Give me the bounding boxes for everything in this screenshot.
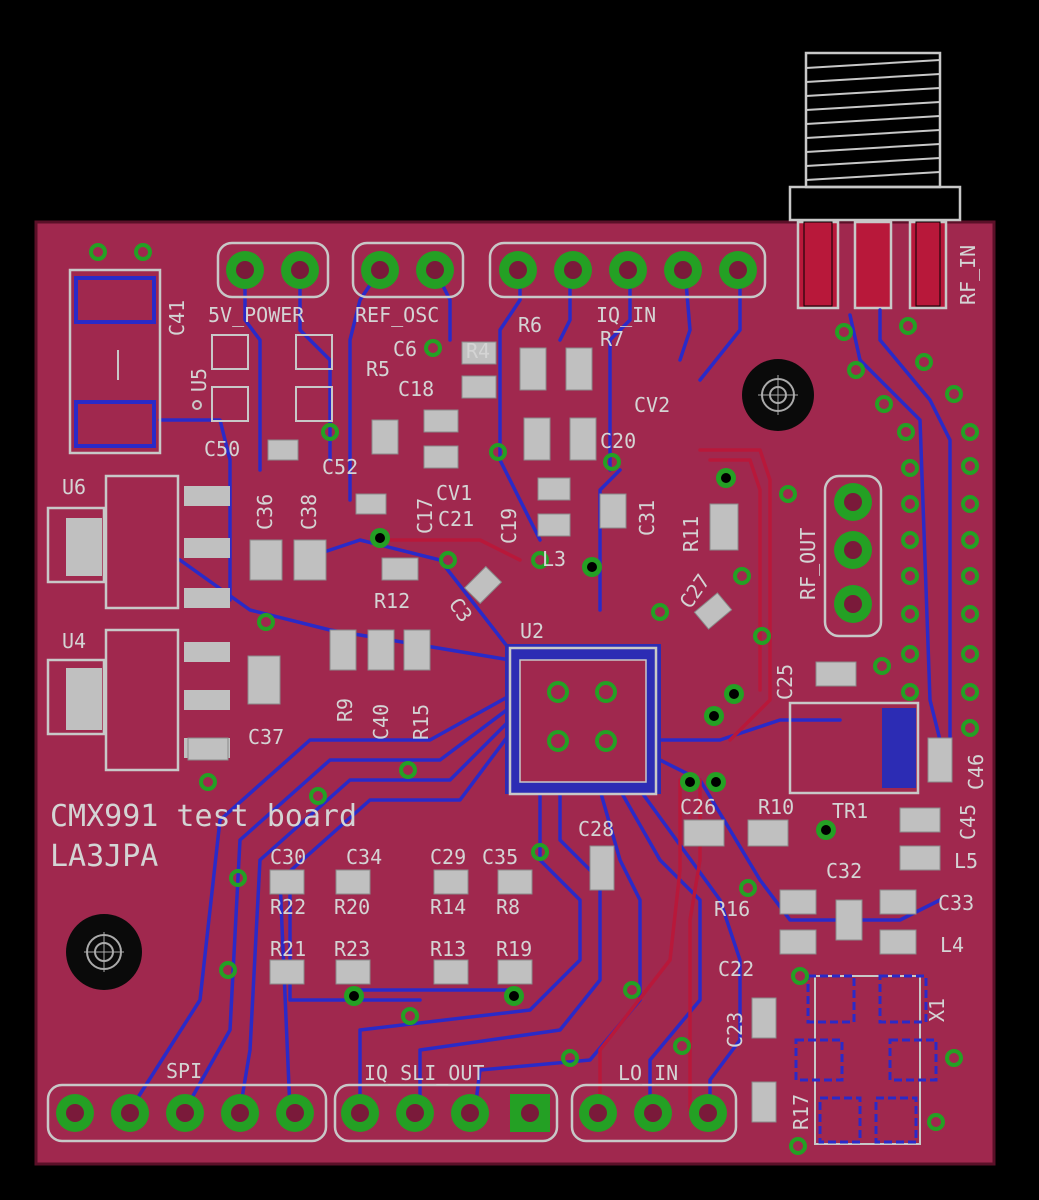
ref-r12: R12 (374, 589, 410, 613)
ref-l3: L3 (542, 547, 566, 571)
ref-c25: C25 (773, 664, 797, 700)
ref-c52: C52 (322, 455, 358, 479)
header-5v-power[interactable] (216, 241, 330, 299)
rf-in-label: RF_IN (956, 245, 980, 305)
ref-r9: R9 (333, 698, 357, 722)
ref-c22: C22 (718, 957, 754, 981)
ref-r20: R20 (334, 895, 370, 919)
ref-c6: C6 (393, 337, 417, 361)
sma-connector (788, 51, 962, 310)
ref-l5: L5 (954, 849, 978, 873)
label-iq-in: IQ_IN (596, 303, 656, 327)
ref-c31: C31 (635, 500, 659, 536)
label-ref-osc: REF_OSC (355, 303, 439, 327)
ref-c40: C40 (369, 704, 393, 740)
ref-c45: C45 (956, 804, 980, 840)
ref-u5: U5 (187, 368, 211, 392)
header-ref-osc[interactable] (351, 241, 465, 299)
ref-r6: R6 (518, 313, 542, 337)
ref-r21: R21 (270, 937, 306, 961)
ref-c20: C20 (600, 429, 636, 453)
ref-cv1: CV1 (436, 481, 472, 505)
ref-c34: C34 (346, 845, 382, 869)
label-iq-sli-out: IQ_SLI_OUT (364, 1061, 484, 1085)
ref-r17: R17 (789, 1094, 813, 1130)
ref-c36: C36 (253, 494, 277, 530)
label-lo-in: LO_IN (618, 1061, 678, 1085)
ref-c19: C19 (497, 508, 521, 544)
label-rf-out: RF_OUT (796, 528, 820, 600)
vias (89, 243, 979, 1155)
u2-cmx991-chip (505, 644, 661, 796)
smd-pads (187, 341, 953, 1123)
ref-c23: C23 (723, 1012, 747, 1048)
header-rf-out[interactable] (823, 474, 883, 638)
ref-c26: C26 (680, 795, 716, 819)
ref-c32: C32 (826, 859, 862, 883)
ref-c29: C29 (430, 845, 466, 869)
label-5v-power: 5V_POWER (208, 303, 305, 327)
mounting-hole-top (742, 359, 814, 431)
ref-u4: U4 (62, 629, 86, 653)
ref-r13: R13 (430, 937, 466, 961)
x1-footprint (794, 974, 938, 1145)
header-iq-in[interactable] (488, 241, 767, 299)
ref-r8: R8 (496, 895, 520, 919)
ref-c41: C41 (165, 300, 189, 336)
c41-footprint (68, 268, 162, 455)
mounting-hole-bottom (66, 914, 142, 990)
ref-c46: C46 (964, 754, 988, 790)
ref-r4: R4 (466, 339, 490, 363)
ref-tr1: TR1 (832, 799, 868, 823)
ref-r10: R10 (758, 795, 794, 819)
ref-c17: C17 (413, 498, 437, 534)
ref-c33: C33 (938, 891, 974, 915)
ref-c38: C38 (297, 494, 321, 530)
ref-r5: R5 (366, 357, 390, 381)
ref-c35: C35 (482, 845, 518, 869)
ref-r14: R14 (430, 895, 466, 919)
ref-cv2: CV2 (634, 393, 670, 417)
header-lo-in[interactable] (570, 1083, 738, 1143)
ref-r19: R19 (496, 937, 532, 961)
header-iq-sli-out[interactable] (333, 1083, 559, 1143)
ref-r15: R15 (409, 704, 433, 740)
tr1-footprint (788, 701, 920, 795)
ref-x1: X1 (925, 998, 949, 1022)
label-spi: SPI (166, 1059, 202, 1083)
ref-r16: R16 (714, 897, 750, 921)
ref-c37: C37 (248, 725, 284, 749)
ref-u2: U2 (520, 619, 544, 643)
board-title: CMX991 test board (50, 799, 357, 834)
ref-c30: C30 (270, 845, 306, 869)
board-author: LA3JPA (50, 839, 158, 874)
header-spi[interactable] (46, 1083, 328, 1143)
ref-r7: R7 (600, 327, 624, 351)
ref-c18: C18 (398, 377, 434, 401)
ref-c50: C50 (204, 437, 240, 461)
u5-footprint (192, 334, 333, 422)
ref-r23: R23 (334, 937, 370, 961)
u6-footprint (46, 474, 230, 610)
ref-r11: R11 (679, 516, 703, 552)
ref-r22: R22 (270, 895, 306, 919)
ref-u6: U6 (62, 475, 86, 499)
ref-l4: L4 (940, 933, 964, 957)
ref-c21: C21 (438, 507, 474, 531)
ref-c28: C28 (578, 817, 614, 841)
